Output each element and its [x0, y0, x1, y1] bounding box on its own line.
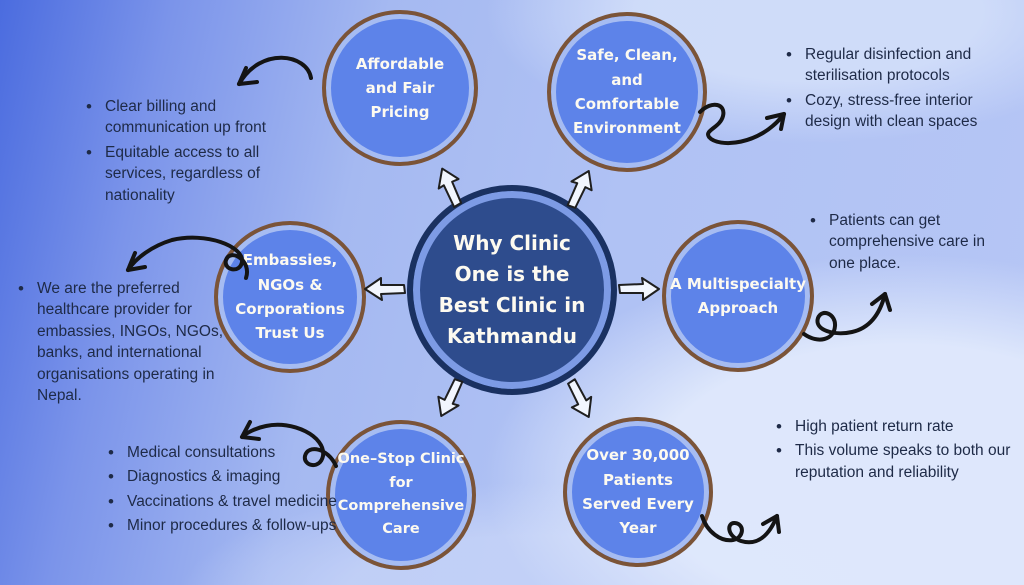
arrow-left-icon	[364, 277, 406, 301]
center-title-line: Best Clinic in	[438, 293, 586, 317]
doodle-arrow-multispecialty-icon	[802, 292, 892, 342]
center-title-line: Why Clinic	[453, 231, 571, 255]
node-safe-environment: Safe, Clean, and Comfortable Environment	[547, 12, 707, 172]
bullet-item: Diagnostics & imaging	[104, 465, 339, 489]
bullet-item: We are the preferred healthcare provider…	[14, 277, 229, 406]
bullet-item: High patient return rate	[772, 415, 1012, 439]
node-patients-served: Over 30,000 Patients Served Every Year	[563, 417, 713, 567]
bullet-list-onestop: Medical consultations Diagnostics & imag…	[104, 441, 339, 540]
node-multispecialty-approach: A Multispecialty Approach	[662, 220, 814, 372]
center-title-line: Kathmandu	[447, 324, 577, 348]
node-label: A Multispecialty Approach	[670, 274, 806, 317]
arrow-up-left-icon	[437, 167, 463, 208]
bullet-item: Medical consultations	[104, 441, 339, 465]
node-embassies-trust: Embassies, NGOs & Corporations Trust Us	[214, 221, 366, 373]
bullet-item: Cozy, stress-free interior design with c…	[782, 89, 1017, 133]
arrow-right-icon	[618, 277, 660, 301]
bullet-list-patients: High patient return rate This volume spe…	[772, 415, 1012, 486]
doodle-arrow-patients-icon	[700, 514, 781, 545]
doodle-arrow-onestop-icon	[240, 420, 338, 468]
doodle-arrow-safe-icon	[698, 102, 786, 145]
node-label: Affordable and Fair Pricing	[355, 54, 445, 122]
bullet-list-safe: Regular disinfection and sterilisation p…	[782, 43, 1017, 136]
node-affordable-pricing: Affordable and Fair Pricing	[322, 10, 478, 166]
node-label: Over 30,000 Patients Served Every Year	[582, 446, 694, 538]
arrow-up-right-icon	[566, 170, 593, 209]
arrow-down-right-icon	[567, 378, 593, 418]
bullet-item: Equitable access to all services, regard…	[82, 141, 297, 206]
node-one-stop-clinic: One–Stop Clinic for Comprehensive Care	[326, 420, 476, 570]
bullet-item: Regular disinfection and sterilisation p…	[782, 43, 1017, 87]
node-label: One–Stop Clinic for Comprehensive Care	[337, 451, 465, 538]
arrow-down-left-icon	[437, 378, 464, 417]
bullet-item: This volume speaks to both our reputatio…	[772, 439, 1012, 483]
center-title-line: One is the	[454, 262, 570, 286]
bullet-item: Minor procedures & follow-ups	[104, 514, 339, 538]
center-node: Why Clinic One is the Best Clinic in Kat…	[407, 185, 617, 395]
bullet-list-affordable: Clear billing and communication up front…	[82, 95, 297, 209]
bullet-item: Patients can get comprehensive care in o…	[806, 209, 1011, 274]
bullet-item: Vaccinations & travel medicine	[104, 490, 339, 514]
bullet-list-multispecialty: Patients can get comprehensive care in o…	[806, 209, 1011, 277]
doodle-arrow-affordable-icon	[237, 55, 313, 86]
bullet-list-embassies: We are the preferred healthcare provider…	[14, 277, 229, 409]
doodle-arrow-embassies-icon	[126, 235, 250, 280]
node-label: Embassies, NGOs & Corporations Trust Us	[235, 251, 345, 343]
node-label: Safe, Clean, and Comfortable Environment	[573, 46, 681, 138]
bullet-item: Clear billing and communication up front	[82, 95, 297, 139]
